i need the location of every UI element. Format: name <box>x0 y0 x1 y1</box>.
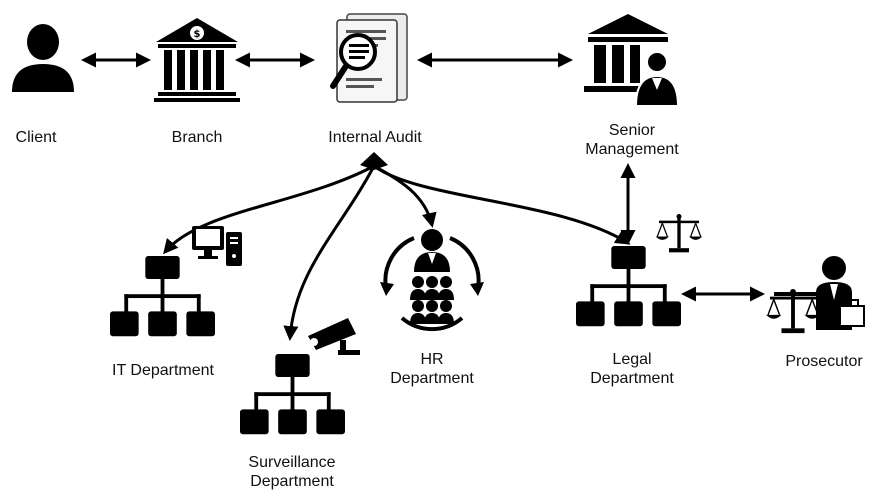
senior-management-label-line1: Senior <box>608 122 656 139</box>
hr-department-label-line2: Department <box>390 370 474 387</box>
prosecutor-label: Prosecutor <box>785 353 863 370</box>
it-department-label: IT Department <box>112 362 214 379</box>
legal-department-label: Legal Department <box>572 350 692 388</box>
surveillance-department-label-line1: Surveillance <box>248 454 336 471</box>
security-camera-icon <box>308 318 360 355</box>
bank-icon: $ <box>154 18 240 102</box>
connections <box>81 52 765 341</box>
connector-audit-legal <box>373 164 631 245</box>
org-chart-icon <box>576 246 681 327</box>
connector-audit-surveillance <box>283 165 376 341</box>
prosecutor-with-scales-icon <box>765 256 865 334</box>
hr-department-label: HR Department <box>372 350 492 388</box>
person-icon <box>12 24 74 92</box>
bank-with-official-icon <box>584 14 680 107</box>
org-chart-icon <box>110 256 215 337</box>
audit-hub-node <box>360 152 388 170</box>
svg-text:$: $ <box>194 29 201 40</box>
branch-label: Branch <box>171 129 223 146</box>
computer-icon <box>192 226 242 266</box>
people-cycle-icon <box>380 229 484 332</box>
scales-icon <box>655 213 703 253</box>
org-chart-icon <box>240 354 345 435</box>
hr-department-label-line1: HR <box>420 351 444 368</box>
client-label: Client <box>15 129 57 146</box>
connector-audit-hr <box>373 164 437 228</box>
senior-management-label: Senior Management <box>574 121 690 159</box>
audit-document-magnifier-icon <box>330 13 408 103</box>
surveillance-department-label: Surveillance Department <box>232 453 352 491</box>
connector-audit-it <box>163 164 375 255</box>
legal-department-label-line1: Legal <box>612 351 652 368</box>
senior-management-label-line2: Management <box>585 141 679 158</box>
legal-department-label-line2: Department <box>590 370 674 387</box>
surveillance-department-label-line2: Department <box>250 473 334 490</box>
internal-audit-label: Internal Audit <box>328 129 422 146</box>
